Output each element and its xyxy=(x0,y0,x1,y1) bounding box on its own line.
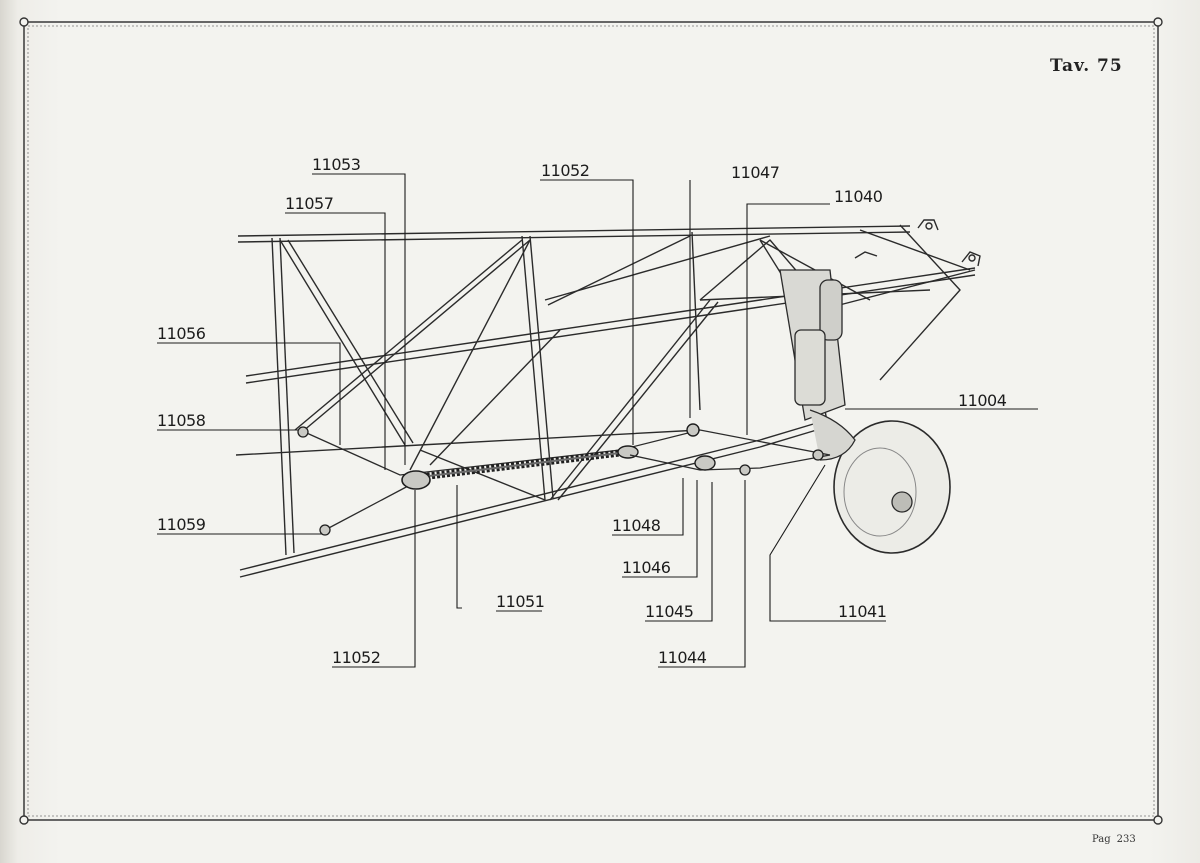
leader-lines xyxy=(157,173,1038,668)
callout-11057: 11057 xyxy=(285,194,333,213)
callout-11048: 11048 xyxy=(612,516,661,535)
callout-labels: 11053 11057 11052 11047 11040 11056 1105… xyxy=(157,155,1007,667)
callout-11058: 11058 xyxy=(157,411,206,430)
callout-11052-top: 11052 xyxy=(541,161,589,180)
callout-11040: 11040 xyxy=(834,187,883,206)
corner-ornament xyxy=(1153,17,1163,27)
callout-11004: 11004 xyxy=(958,391,1007,410)
callout-11044: 11044 xyxy=(658,648,707,667)
callout-11047: 11047 xyxy=(731,163,779,182)
page-number: Pag 233 xyxy=(1092,834,1136,845)
page-value: 233 xyxy=(1116,834,1136,845)
plate-number: Tav. 75 xyxy=(1050,56,1123,76)
callout-11046: 11046 xyxy=(622,558,671,577)
landing-gear xyxy=(779,269,951,554)
corner-ornament xyxy=(19,815,29,825)
mounting-lugs xyxy=(854,219,981,267)
callout-11045: 11045 xyxy=(645,602,693,621)
corner-ornament xyxy=(1153,815,1163,825)
callout-11051: 11051 xyxy=(496,592,544,611)
page-label: Pag xyxy=(1092,834,1111,845)
corner-ornament xyxy=(19,17,29,27)
callout-11041: 11041 xyxy=(838,602,886,621)
fuselage-truss xyxy=(235,224,976,578)
callout-11059: 11059 xyxy=(157,515,206,534)
callout-11052-bottom: 11052 xyxy=(332,648,380,667)
control-cable-assembly xyxy=(297,423,831,536)
callout-11053: 11053 xyxy=(312,155,360,174)
callout-11056: 11056 xyxy=(157,324,206,343)
